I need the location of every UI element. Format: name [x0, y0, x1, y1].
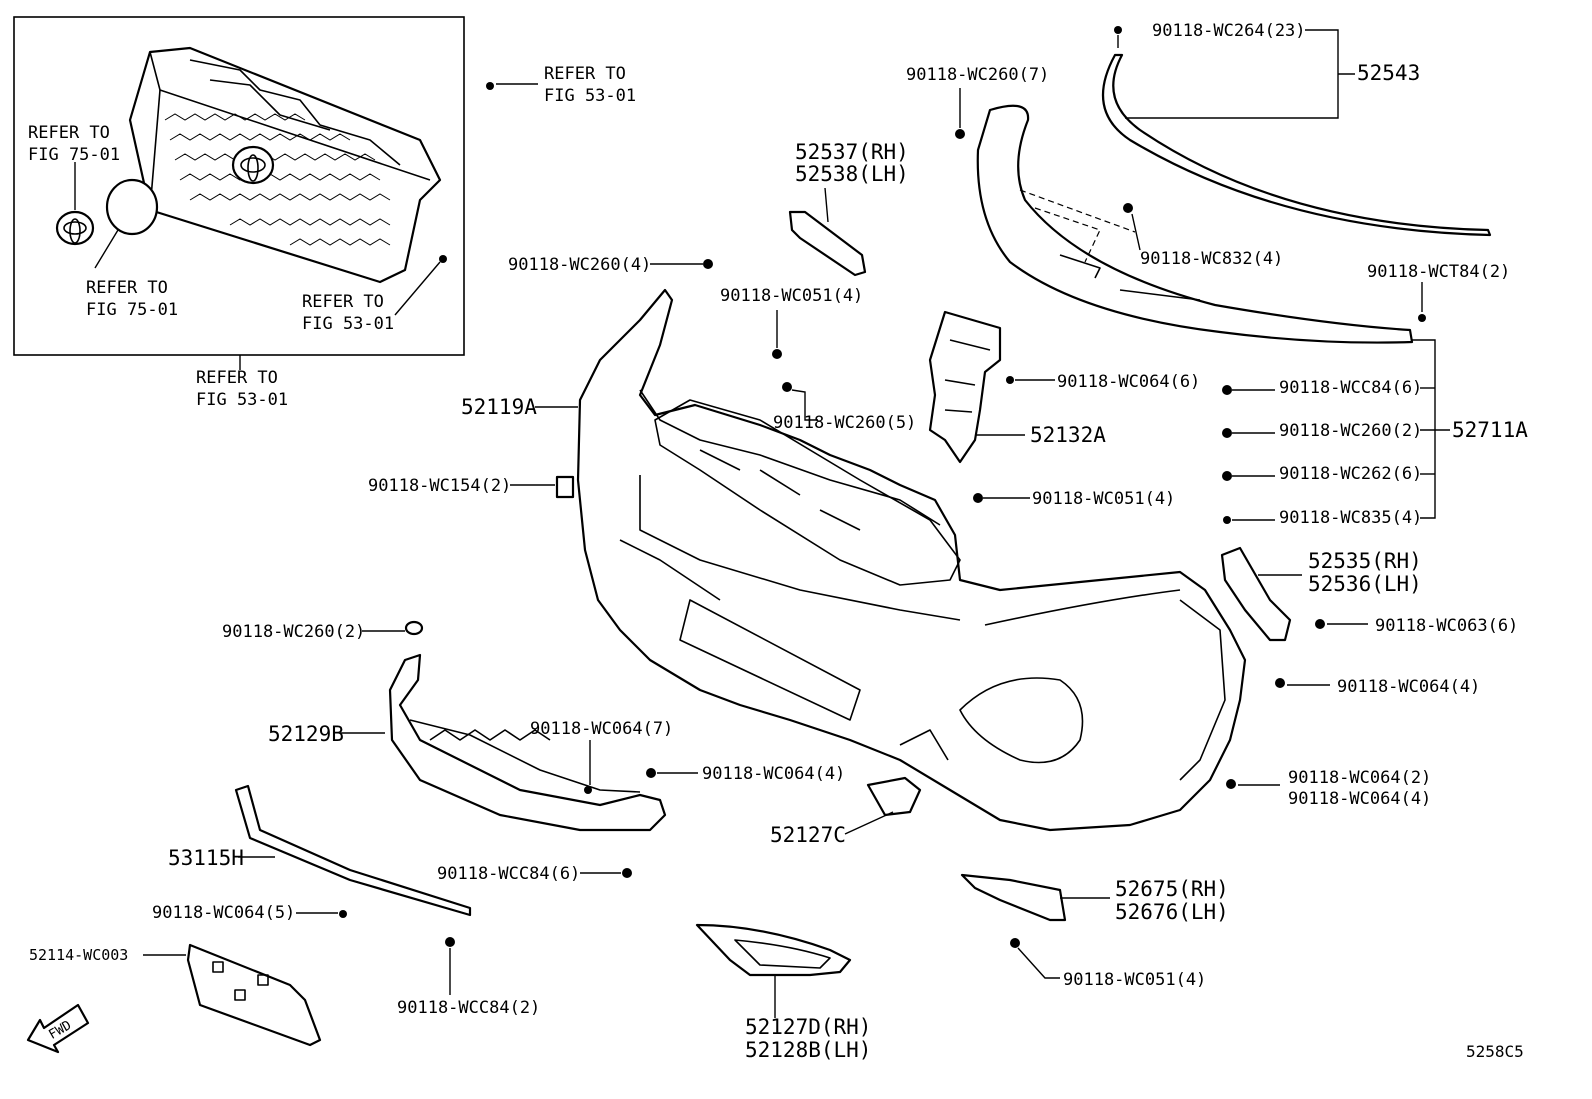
part-label: 52114-WC003: [29, 946, 128, 964]
ref-label-line2: FIG 75-01: [28, 145, 120, 165]
fastener-label: 90118-WCC84(6): [437, 864, 580, 884]
fastener-label: 90118-WC262(6): [1279, 464, 1422, 484]
ref-label-line1: REFER TO: [86, 278, 168, 298]
part-label: 52676(LH): [1115, 900, 1229, 924]
fastener-label: 90118-WC051(4): [1032, 489, 1175, 509]
fastener-label: 90118-WC064(4): [702, 764, 845, 784]
fastener-label: 90118-WC260(4): [508, 255, 651, 275]
fastener-label: 90118-WC064(4): [1288, 789, 1431, 809]
part-label: 52127C: [770, 823, 846, 847]
fastener-label: 90118-WC051(4): [720, 286, 863, 306]
part-label: 52543: [1357, 61, 1420, 85]
bumper-upper-retainer-52543: [1101, 53, 1492, 237]
part-label: 52128B(LH): [745, 1038, 871, 1062]
fastener-label: 90118-WCC84(2): [397, 998, 540, 1018]
fastener-label: 90118-WC051(4): [1063, 970, 1206, 990]
fastener-label: 90118-WC064(6): [1057, 372, 1200, 392]
grille-inset: [13, 16, 465, 370]
clip-wc260: [404, 620, 424, 636]
bumper-support-52132A: [928, 310, 1002, 464]
grille-mesh: [164, 113, 391, 246]
part-label: 52538(LH): [795, 162, 909, 186]
fastener-label: 90118-WC064(2): [1288, 768, 1431, 788]
lower-grille-52129B: [388, 653, 667, 832]
fastener-label: 90118-WC260(2): [222, 622, 365, 642]
fog-cover-52127D: [695, 923, 852, 977]
fastener-label: 90118-WC832(4): [1140, 249, 1283, 269]
diagram-code: 5258C5: [1466, 1042, 1524, 1061]
fastener-label: 90118-WC154(2): [368, 476, 511, 496]
fastener-label: 90118-WC264(23): [1152, 21, 1306, 41]
part-label: 52119A: [461, 395, 537, 419]
fastener-label: 90118-WCC84(6): [1279, 378, 1422, 398]
ref-label-line2: FIG 53-01: [302, 314, 394, 334]
license-bracket-52114: [186, 943, 322, 1047]
part-label: 52127D(RH): [745, 1015, 871, 1039]
ref-label-line1: REFER TO: [196, 368, 278, 388]
bumper-cover-upper-52711A: [976, 104, 1414, 344]
fastener-label: 90118-WC260(7): [906, 65, 1049, 85]
clip-wc154: [555, 475, 575, 499]
ref-label-line1: REFER TO: [302, 292, 384, 312]
emblem: [55, 210, 95, 246]
part-label: 52711A: [1452, 418, 1528, 442]
front-bumper-cover-52119A: [576, 288, 1247, 832]
fastener-label: 90118-WCT84(2): [1367, 262, 1510, 282]
grille-assembly: [128, 46, 442, 284]
side-bracket-52535: [1220, 546, 1292, 642]
part-label: 52129B: [268, 722, 344, 746]
moulding-53115H: [234, 784, 472, 917]
part-label: 52535(RH): [1308, 549, 1422, 573]
part-label: 52675(RH): [1115, 877, 1229, 901]
bracket-52675: [960, 873, 1067, 922]
fastener-label: 90118-WC260(2): [1279, 421, 1422, 441]
ref-label-line2: FIG 75-01: [86, 300, 178, 320]
ref-label-line1: REFER TO: [28, 123, 110, 143]
fastener-label: 90118-WC064(4): [1337, 677, 1480, 697]
bumper-bracket-52537: [788, 210, 867, 277]
part-label: 52536(LH): [1308, 572, 1422, 596]
fastener-label: 90118-WC260(5): [773, 413, 916, 433]
grille-emblem: [231, 145, 275, 185]
fastener-label: 90118-WC063(6): [1375, 616, 1518, 636]
part-label: 52132A: [1030, 423, 1106, 447]
forward-arrow-icon: FWD: [26, 1003, 90, 1054]
emblem-base-plate: [105, 178, 159, 236]
ref-label-line2: FIG 53-01: [544, 86, 636, 106]
ref-label-line2: FIG 53-01: [196, 390, 288, 410]
inset-frame: [13, 16, 465, 356]
part-label: 52537(RH): [795, 140, 909, 164]
fastener-label: 90118-WC835(4): [1279, 508, 1422, 528]
fastener-label: 90118-WC064(7): [530, 719, 673, 739]
part-label: 53115H: [168, 846, 244, 870]
ref-label-line1: REFER TO: [544, 64, 626, 84]
fastener-label: 90118-WC064(5): [152, 903, 295, 923]
cover-52127C: [866, 776, 922, 817]
